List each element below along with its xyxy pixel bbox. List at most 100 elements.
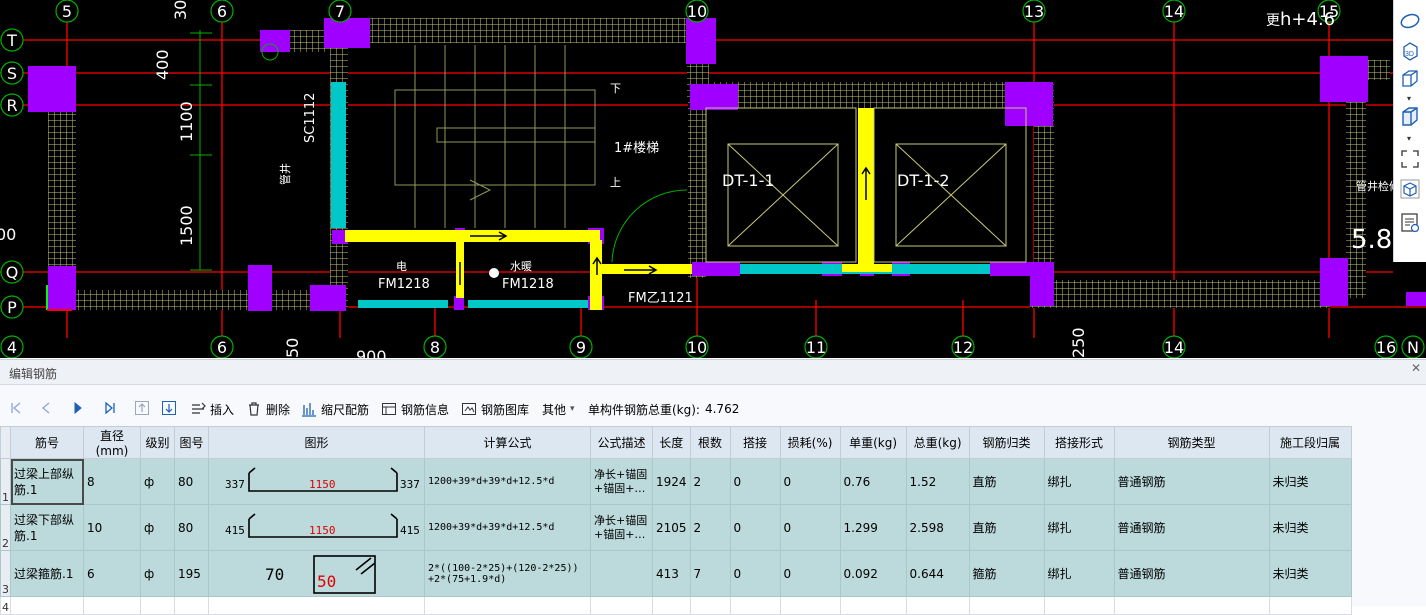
cell-formula[interactable]: 2*((100-2*25)+(120-2*25)) +2*(75+1.9*d)	[424, 550, 591, 597]
table-row[interactable]: 2 过梁下部纵筋.1 10 ф 80 415 1150 415 1200+39*…	[0, 504, 1352, 551]
column-header[interactable]: 直径(mm)	[83, 426, 141, 459]
first-record-icon[interactable]	[8, 400, 24, 416]
empty-cell[interactable]	[689, 596, 731, 615]
cube-blue-icon[interactable]	[1398, 106, 1422, 128]
empty-cell[interactable]	[1043, 596, 1115, 615]
fullscreen-icon[interactable]	[1398, 148, 1422, 170]
ellipse-icon[interactable]	[1398, 10, 1422, 32]
empty-cell[interactable]	[1268, 596, 1352, 615]
column-header[interactable]: 根数	[689, 426, 731, 459]
row-number[interactable]: 4	[0, 596, 11, 615]
cell-class[interactable]: 直筋	[968, 504, 1045, 551]
cell-formula[interactable]: 1200+39*d+39*d+12.5*d	[424, 458, 591, 505]
column-header[interactable]: 图号	[174, 426, 209, 459]
column-header[interactable]: 公式描述	[590, 426, 653, 459]
cell-lap-type[interactable]: 绑扎	[1043, 458, 1115, 505]
cad-drawing-canvas[interactable]: 5 6 7 10 13 14 15 T S R Q P 4 6 8 9 10 1…	[0, 0, 1426, 358]
cell-grade[interactable]: ф	[140, 504, 175, 551]
cell-unit-weight[interactable]: 0.76	[839, 458, 907, 505]
cell-lap-type[interactable]: 绑扎	[1043, 504, 1115, 551]
row-number[interactable]: 3	[0, 550, 11, 597]
cell-diameter[interactable]: 6	[83, 550, 141, 597]
row-number[interactable]: 2	[0, 504, 11, 551]
empty-cell[interactable]	[729, 596, 781, 615]
column-header[interactable]: 筋号	[10, 426, 84, 459]
table-row[interactable]: 1 过梁上部纵筋.1 8 ф 80 337 1150 337 1200+39*d…	[0, 458, 1352, 505]
cell-formula-desc[interactable]: 净长+锚固+锚固+…	[590, 504, 653, 551]
table-row-empty[interactable]: 4	[0, 596, 1352, 615]
rebar-info-button[interactable]: 钢筋信息	[381, 400, 449, 418]
empty-cell[interactable]	[208, 596, 425, 615]
cell-total-weight[interactable]: 1.52	[905, 458, 970, 505]
move-down-icon[interactable]	[161, 400, 177, 416]
cell-unit-weight[interactable]: 0.092	[839, 550, 907, 597]
empty-cell[interactable]	[1113, 596, 1270, 615]
empty-cell[interactable]	[424, 596, 591, 615]
cube-outline-icon[interactable]	[1398, 178, 1422, 200]
delete-button[interactable]: 删除	[246, 400, 290, 418]
other-menu-button[interactable]: 其他 ▾	[542, 400, 575, 418]
previous-record-icon[interactable]	[38, 400, 54, 416]
empty-cell[interactable]	[839, 596, 907, 615]
3d-view-icon[interactable]: 3D	[1398, 40, 1422, 62]
column-header[interactable]: 长度	[652, 426, 691, 459]
cell-shape[interactable]: 415 1150 415	[208, 504, 425, 551]
column-header[interactable]: 钢筋类型	[1113, 426, 1270, 459]
row-number[interactable]: 1	[0, 458, 11, 505]
cell-rebar-type[interactable]: 普通钢筋	[1113, 458, 1270, 505]
cell-class[interactable]: 直筋	[968, 458, 1045, 505]
cell-section[interactable]: 未归类	[1268, 550, 1352, 597]
column-header[interactable]: 钢筋归类	[968, 426, 1045, 459]
next-record-icon[interactable]	[70, 400, 86, 416]
cell-unit-weight[interactable]: 1.299	[839, 504, 907, 551]
cell-loss[interactable]: 0	[779, 504, 841, 551]
cell-length[interactable]: 413	[652, 550, 691, 597]
move-up-icon[interactable]	[134, 400, 150, 416]
rebar-library-button[interactable]: 钢筋图库	[461, 400, 529, 418]
cell-section[interactable]: 未归类	[1268, 504, 1352, 551]
cell-rebar-type[interactable]: 普通钢筋	[1113, 504, 1270, 551]
column-header[interactable]: 施工段归属	[1268, 426, 1352, 459]
table-row[interactable]: 3 过梁箍筋.1 6 ф 195 70 50 2*((100-2*25)+(12…	[0, 550, 1352, 597]
empty-cell[interactable]	[652, 596, 691, 615]
cell-grade[interactable]: ф	[140, 550, 175, 597]
cell-loss[interactable]: 0	[779, 458, 841, 505]
empty-cell[interactable]	[968, 596, 1045, 615]
column-header[interactable]: 损耗(%)	[779, 426, 841, 459]
cell-total-weight[interactable]: 0.644	[905, 550, 970, 597]
cell-lap[interactable]: 0	[729, 458, 781, 505]
cell-figure-no[interactable]: 80	[174, 504, 209, 551]
cell-length[interactable]: 1924	[652, 458, 691, 505]
empty-cell[interactable]	[83, 596, 141, 615]
properties-icon[interactable]	[1398, 212, 1422, 234]
column-header[interactable]: 搭接形式	[1043, 426, 1115, 459]
scale-rebar-button[interactable]: 缩尺配筋	[301, 400, 369, 418]
cell-formula-desc[interactable]: 净长+锚固+锚固+…	[590, 458, 653, 505]
empty-cell[interactable]	[140, 596, 175, 615]
cell-lap[interactable]: 0	[729, 550, 781, 597]
cell-rebar-name[interactable]: 过梁下部纵筋.1	[10, 504, 84, 551]
empty-cell[interactable]	[10, 596, 84, 615]
cell-formula[interactable]: 1200+39*d+39*d+12.5*d	[424, 504, 591, 551]
cell-diameter[interactable]: 10	[83, 504, 141, 551]
column-header[interactable]: 计算公式	[424, 426, 591, 459]
cell-count[interactable]: 7	[689, 550, 731, 597]
cell-diameter[interactable]: 8	[83, 458, 141, 505]
close-icon[interactable]: ✕	[1410, 361, 1421, 375]
empty-cell[interactable]	[905, 596, 970, 615]
column-header[interactable]: 总重(kg)	[905, 426, 970, 459]
box-view-icon[interactable]	[1398, 68, 1422, 90]
cell-figure-no[interactable]: 195	[174, 550, 209, 597]
insert-button[interactable]: 插入	[190, 400, 234, 418]
cell-count[interactable]: 2	[689, 504, 731, 551]
cell-length[interactable]: 2105	[652, 504, 691, 551]
cell-total-weight[interactable]: 2.598	[905, 504, 970, 551]
chevron-down-icon[interactable]: ▾	[1407, 94, 1412, 103]
empty-cell[interactable]	[779, 596, 841, 615]
column-header[interactable]: 图形	[208, 426, 425, 459]
cell-lap-type[interactable]: 绑扎	[1043, 550, 1115, 597]
last-record-icon[interactable]	[102, 400, 118, 416]
cell-formula-desc[interactable]	[590, 550, 653, 597]
cell-rebar-type[interactable]: 普通钢筋	[1113, 550, 1270, 597]
cell-rebar-name[interactable]: 过梁上部纵筋.1	[10, 458, 84, 505]
